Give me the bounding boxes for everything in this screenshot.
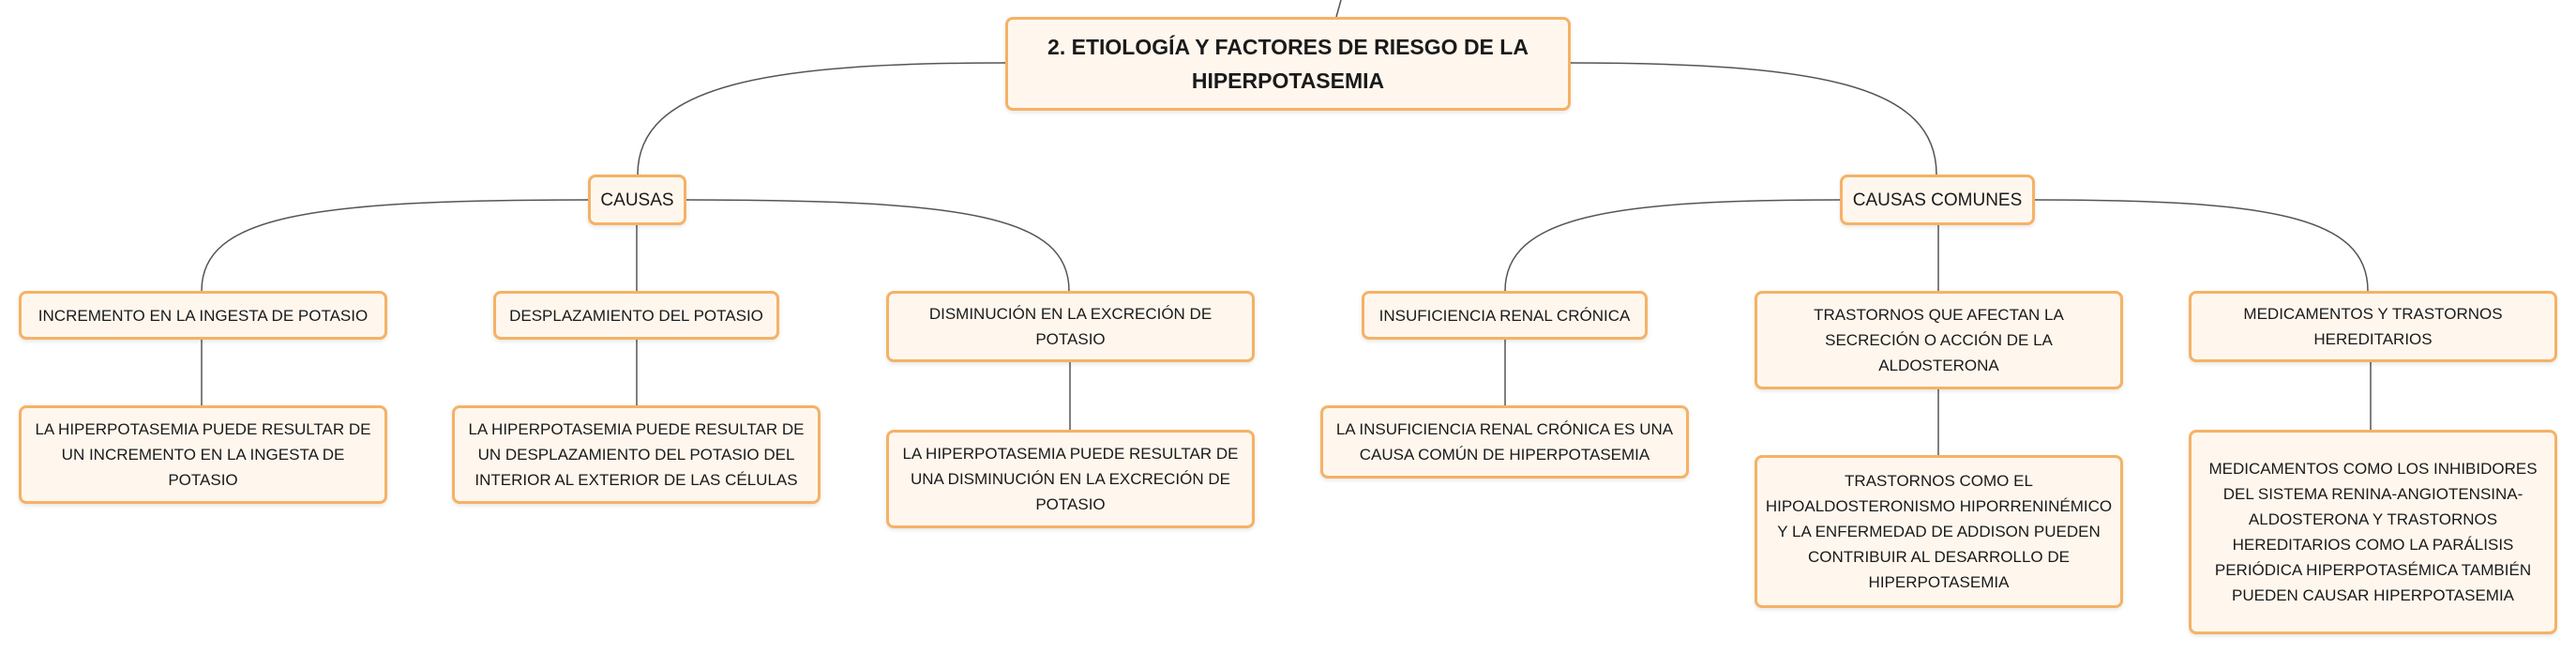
topic-insuficiencia-renal[interactable]: INSUFICIENCIA RENAL CRÓNICA bbox=[1362, 291, 1648, 340]
topic-desplazamiento-potasio[interactable]: DESPLAZAMIENTO DEL POTASIO bbox=[493, 291, 779, 340]
detail-medicamentos-hereditarios[interactable]: MEDICAMENTOS COMO LOS INHIBIDORES DEL SI… bbox=[2189, 430, 2557, 634]
connector-root-causas-comunes bbox=[1567, 62, 1937, 175]
connector-root-incoming bbox=[1335, 0, 1342, 18]
root-topic-label: 2. ETIOLOGÍA Y FACTORES DE RIESGO DE LA … bbox=[1047, 35, 1529, 93]
branch-causas-label: CAUSAS bbox=[600, 190, 674, 210]
detail-desplazamiento-potasio[interactable]: LA HIPERPOTASEMIA PUEDE RESULTAR DE UN D… bbox=[452, 405, 821, 504]
detail-label: LA HIPERPOTASEMIA PUEDE RESULTAR DE UN D… bbox=[468, 420, 805, 489]
topic-incremento-ingesta[interactable]: INCREMENTO EN LA INGESTA DE POTASIO bbox=[19, 291, 387, 340]
detail-disminucion-excrecion[interactable]: LA HIPERPOTASEMIA PUEDE RESULTAR DE UNA … bbox=[886, 430, 1255, 528]
detail-label: MEDICAMENTOS COMO LOS INHIBIDORES DEL SI… bbox=[2208, 460, 2538, 604]
topic-label: DESPLAZAMIENTO DEL POTASIO bbox=[509, 306, 763, 325]
connector-causas-c1 bbox=[201, 199, 589, 292]
detail-label: LA HIPERPOTASEMIA PUEDE RESULTAR DE UN I… bbox=[35, 420, 371, 489]
detail-trastornos-aldosterona[interactable]: TRASTORNOS COMO EL HIPOALDOSTERONISMO HI… bbox=[1755, 455, 2123, 608]
branch-causas-comunes-label: CAUSAS COMUNES bbox=[1852, 190, 2023, 210]
branch-causas-comunes[interactable]: CAUSAS COMUNES bbox=[1840, 175, 2035, 225]
topic-medicamentos-hereditarios[interactable]: MEDICAMENTOS Y TRASTORNOS HEREDITARIOS bbox=[2189, 291, 2557, 362]
connector-causas-c3 bbox=[685, 199, 1070, 292]
topic-label: DISMINUCIÓN EN LA EXCRECIÓN DE POTASIO bbox=[928, 305, 1213, 348]
detail-insuficiencia-renal[interactable]: LA INSUFICIENCIA RENAL CRÓNICA ES UNA CA… bbox=[1320, 405, 1689, 479]
connector-comunes-c3 bbox=[2034, 199, 2369, 292]
topic-label: MEDICAMENTOS Y TRASTORNOS HEREDITARIOS bbox=[2243, 305, 2503, 348]
topic-trastornos-aldosterona[interactable]: TRASTORNOS QUE AFECTAN LA SECRECIÓN O AC… bbox=[1755, 291, 2123, 389]
branch-causas[interactable]: CAUSAS bbox=[588, 175, 686, 225]
detail-label: LA INSUFICIENCIA RENAL CRÓNICA ES UNA CA… bbox=[1335, 420, 1674, 464]
topic-label: INCREMENTO EN LA INGESTA DE POTASIO bbox=[38, 306, 369, 325]
connector-comunes-c1 bbox=[1504, 199, 1841, 292]
detail-label: TRASTORNOS COMO EL HIPOALDOSTERONISMO HI… bbox=[1765, 472, 2113, 591]
topic-disminucion-excrecion[interactable]: DISMINUCIÓN EN LA EXCRECIÓN DE POTASIO bbox=[886, 291, 1255, 362]
detail-label: LA HIPERPOTASEMIA PUEDE RESULTAR DE UNA … bbox=[902, 445, 1239, 513]
topic-label: TRASTORNOS QUE AFECTAN LA SECRECIÓN O AC… bbox=[1814, 306, 2064, 374]
topic-label: INSUFICIENCIA RENAL CRÓNICA bbox=[1378, 306, 1631, 325]
root-topic[interactable]: 2. ETIOLOGÍA Y FACTORES DE RIESGO DE LA … bbox=[1005, 17, 1571, 111]
detail-incremento-ingesta[interactable]: LA HIPERPOTASEMIA PUEDE RESULTAR DE UN I… bbox=[19, 405, 387, 504]
connector-root-causas bbox=[637, 62, 1006, 175]
